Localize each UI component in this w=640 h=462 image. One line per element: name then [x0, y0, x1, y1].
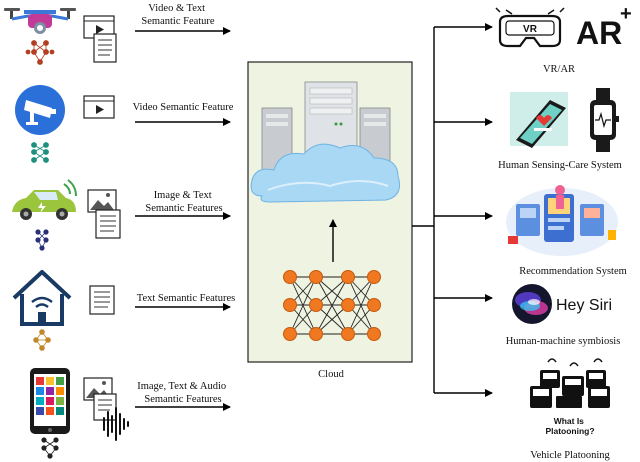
nn-node: [283, 298, 297, 312]
input-label-5: Image, Text & Audio Semantic Features: [137, 381, 229, 405]
neural-net-small-icon: [33, 329, 51, 351]
nn-edge: [347, 276, 375, 335]
nn-node: [341, 298, 355, 312]
nn-edge: [315, 276, 349, 335]
audio-wave-icon: [103, 407, 129, 441]
nn-node: [341, 270, 355, 284]
health-phone-icon: [510, 92, 568, 148]
recommendation-icon: [506, 185, 618, 256]
platooning-badge: What Is Platooning?: [545, 416, 594, 436]
document-icon: [95, 209, 121, 239]
nn-node: [367, 270, 381, 284]
video-icon: [83, 95, 115, 119]
svg-text:VR: VR: [523, 24, 538, 35]
svg-text:+: +: [620, 3, 632, 25]
drone-icon: [4, 8, 76, 34]
electric-car-icon: [12, 179, 77, 220]
truck-platoon-icon: [530, 358, 610, 408]
output-label-3: Recommendation System: [519, 266, 627, 277]
output-label-4: Human-machine symbiosis: [506, 336, 621, 347]
nn-edge: [289, 276, 317, 335]
image-icon: [87, 189, 117, 213]
input-label-4: Text Semantic Features: [137, 293, 235, 304]
ar-logo-icon: AR +: [576, 3, 632, 51]
cloud-label: Cloud: [318, 369, 344, 380]
nn-node: [341, 327, 355, 341]
cloud-icon: [250, 143, 400, 203]
document-icon: [89, 285, 115, 315]
document-icon: [93, 393, 117, 421]
nn-node: [309, 270, 323, 284]
output-label-5: Vehicle Platooning: [530, 450, 610, 461]
input-label-3: Image & Text Semantic Features: [145, 190, 222, 214]
siri-orb-icon: [512, 284, 552, 324]
smart-home-icon: [12, 270, 72, 326]
neural-net-small-icon: [25, 40, 55, 65]
document-icon: [93, 33, 117, 63]
siri-text: Hey Siri: [556, 297, 612, 314]
neural-net-small-icon: [41, 437, 59, 459]
nn-node: [283, 327, 297, 341]
output-label-2: Human Sensing-Care System: [498, 160, 622, 171]
nn-edge: [315, 304, 349, 335]
nn-node: [367, 298, 381, 312]
input-label-2: Video Semantic Feature: [133, 102, 234, 113]
neural-net-small-icon: [31, 142, 49, 163]
output-label-1: VR/AR: [543, 64, 575, 75]
smartwatch-icon: [590, 88, 619, 152]
vr-headset-icon: VR: [495, 7, 565, 48]
nn-edge: [315, 276, 349, 306]
neural-net-small-icon: [35, 229, 49, 251]
nn-node: [309, 327, 323, 341]
nn-node: [283, 270, 297, 284]
cctv-camera-icon: [15, 85, 65, 135]
smartphone-icon: [30, 368, 70, 434]
nn-node: [367, 327, 381, 341]
svg-text:AR: AR: [576, 15, 622, 51]
neural-network-icon: [283, 270, 381, 341]
nn-node: [309, 298, 323, 312]
input-label-1: Video & Text Semantic Feature: [141, 3, 215, 27]
